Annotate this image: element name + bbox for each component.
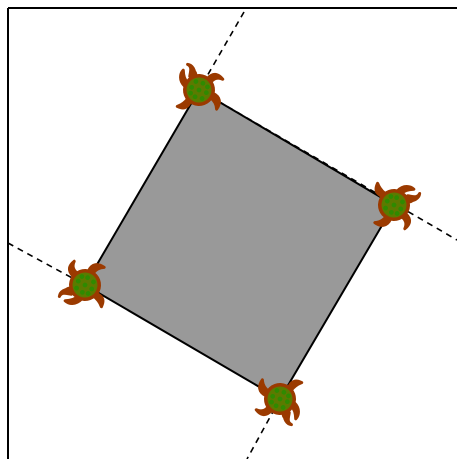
turtle-shell-spot bbox=[75, 278, 81, 284]
dashed-line-top bbox=[198, 11, 245, 91]
turtles-group bbox=[57, 62, 422, 427]
turtle-shell-spot bbox=[388, 209, 394, 215]
turtle-right bbox=[373, 181, 422, 231]
dashed-line-left bbox=[7, 242, 86, 286]
turtle-shell-spot bbox=[281, 389, 287, 395]
turtle-left bbox=[57, 259, 106, 309]
turtle-shell-spot bbox=[274, 388, 280, 393]
turtle-shell-spot bbox=[193, 79, 199, 84]
turtle-shell-spot bbox=[89, 286, 95, 292]
turtle-shell-spot bbox=[394, 195, 400, 201]
turtle-icon bbox=[373, 181, 422, 231]
turtle-shell-spot bbox=[383, 205, 388, 211]
turtle-shell-spot bbox=[284, 399, 290, 405]
turtle-shell-spot bbox=[273, 403, 279, 409]
turtle-bottom bbox=[254, 378, 304, 427]
turtle-shell-spot bbox=[192, 94, 198, 100]
turtle-shell-spot bbox=[277, 396, 283, 402]
turtle-shell-spot bbox=[188, 90, 193, 96]
turtle-shell-spot bbox=[384, 198, 390, 204]
turtle-shell-spot bbox=[205, 84, 210, 90]
turtle-shell-spot bbox=[85, 291, 91, 296]
turtle-shell-spot bbox=[398, 206, 404, 212]
turtle-shell-spot bbox=[91, 279, 96, 285]
turtle-shell-spot bbox=[82, 282, 88, 288]
turtle-shell-spot bbox=[85, 275, 91, 281]
turtle-shell-spot bbox=[269, 399, 274, 405]
turtle-shell-spot bbox=[200, 80, 206, 86]
turtle-shell-spot bbox=[199, 96, 205, 101]
turtle-shell-spot bbox=[189, 84, 195, 90]
turtle-shell-spot bbox=[394, 211, 400, 216]
turtle-shell-spot bbox=[400, 199, 405, 205]
turtle-icon bbox=[175, 62, 225, 111]
turtle-shell-spot bbox=[280, 405, 286, 410]
turtle-shell-spot bbox=[79, 274, 85, 279]
gray-square bbox=[83, 88, 396, 401]
turtle-top bbox=[175, 62, 225, 111]
turtle-shell-spot bbox=[196, 87, 202, 93]
turtle-shell-spot bbox=[79, 289, 85, 295]
turtle-icon bbox=[254, 378, 304, 427]
turtle-icon bbox=[57, 259, 106, 309]
turtle-shell-spot bbox=[388, 194, 394, 199]
turtle-shell-spot bbox=[74, 285, 79, 291]
turtle-shell-spot bbox=[203, 90, 209, 96]
turtle-shell-spot bbox=[391, 202, 397, 208]
turtle-shell-spot bbox=[286, 393, 291, 399]
turtle-shell-spot bbox=[270, 393, 276, 399]
